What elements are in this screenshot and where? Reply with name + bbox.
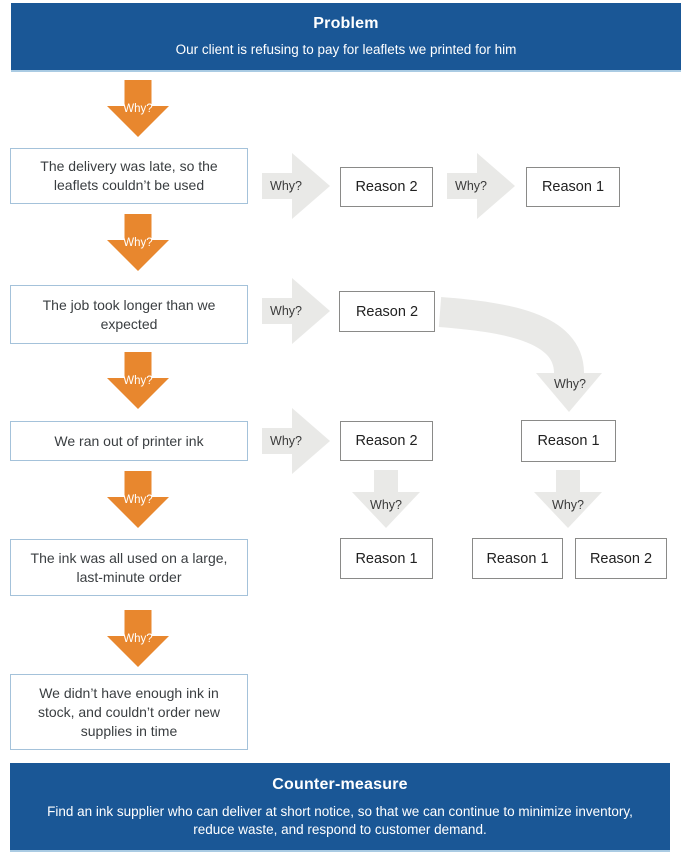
down-arrow-icon: [107, 352, 169, 409]
right-arrow-icon: [447, 153, 515, 219]
why-label: Why?: [554, 377, 586, 391]
reason-text: Reason 1: [541, 179, 605, 195]
reason-text: Reason 1: [355, 550, 418, 567]
why-box-text: We didn’t have enough ink in stock, and …: [37, 684, 221, 739]
reason-text: Reason 2: [355, 179, 418, 195]
reason-box-row3-2: Reason 1: [521, 420, 616, 462]
reason-text: Reason 1: [537, 433, 600, 449]
reason-box-row4-1: Reason 1: [340, 538, 433, 579]
reason-box-row1-1: Reason 2: [340, 167, 433, 207]
reason-text: Reason 2: [355, 303, 419, 320]
down-arrow-icon: [107, 214, 169, 271]
reason-box-row2-1: Reason 2: [339, 291, 435, 332]
down-arrow-icon: [352, 470, 420, 528]
orange-down-arrow-5: Why?: [107, 610, 169, 667]
gray-down-arrow-a: Why?: [352, 470, 420, 528]
why-box-text: We ran out of printer ink: [54, 432, 204, 449]
why-label: Why?: [123, 375, 153, 387]
right-arrow-icon: [262, 408, 330, 474]
down-arrow-icon: [107, 471, 169, 528]
counter-measure-banner: Counter-measure Find an ink supplier who…: [10, 763, 670, 852]
why-label: Why?: [123, 633, 153, 645]
why-box-2: The job took longer than we expected: [10, 285, 248, 344]
right-arrow-icon: [262, 153, 330, 219]
why-label: Why?: [370, 498, 402, 512]
why-box-text: The job took longer than we expected: [42, 296, 216, 332]
why-box-3: We ran out of printer ink: [10, 421, 248, 461]
gray-right-arrow-row3: Why?: [262, 408, 330, 474]
why-label: Why?: [552, 498, 584, 512]
gray-down-arrow-b: Why?: [534, 470, 602, 528]
why-box-text: The delivery was late, so the leaflets c…: [40, 158, 218, 193]
reason-box-row4-2: Reason 1: [472, 538, 563, 579]
down-arrow-icon: [107, 80, 169, 137]
problem-title: Problem: [313, 15, 379, 32]
why-label: Why?: [270, 179, 302, 193]
curved-arrow-icon: [438, 297, 602, 412]
why-box-text: The ink was all used on a large, last-mi…: [30, 549, 228, 585]
right-arrow-icon: [262, 278, 330, 344]
why-box-4: The ink was all used on a large, last-mi…: [10, 539, 248, 596]
why-box-1: The delivery was late, so the leaflets c…: [10, 148, 248, 204]
counter-measure-title: Counter-measure: [272, 776, 408, 793]
gray-curved-arrow: [430, 295, 615, 420]
gray-right-arrow-row2: Why?: [262, 278, 330, 344]
counter-measure-subtitle: Find an ink supplier who can deliver at …: [47, 804, 633, 837]
reason-text: Reason 2: [589, 550, 653, 567]
orange-down-arrow-1: Why?: [107, 80, 169, 137]
why-label: Why?: [270, 304, 302, 318]
reason-box-row3-1: Reason 2: [340, 421, 433, 461]
gray-right-arrow-row1-b: Why?: [447, 153, 515, 219]
orange-down-arrow-4: Why?: [107, 471, 169, 528]
why-label: Why?: [455, 179, 487, 193]
down-arrow-icon: [534, 470, 602, 528]
problem-banner: Problem Our client is refusing to pay fo…: [11, 3, 681, 72]
reason-box-row4-3: Reason 2: [575, 538, 667, 579]
problem-subtitle: Our client is refusing to pay for leafle…: [175, 42, 517, 57]
why-label: Why?: [123, 494, 153, 506]
orange-down-arrow-3: Why?: [107, 352, 169, 409]
why-label: Why?: [123, 237, 153, 249]
why-label: Why?: [270, 434, 302, 448]
orange-down-arrow-2: Why?: [107, 214, 169, 271]
reason-text: Reason 1: [486, 550, 549, 567]
why-label: Why?: [123, 103, 153, 115]
reason-box-row1-2: Reason 1: [526, 167, 620, 207]
reason-text: Reason 2: [355, 433, 418, 449]
gray-right-arrow-row1-a: Why?: [262, 153, 330, 219]
why-box-5: We didn’t have enough ink in stock, and …: [10, 674, 248, 750]
down-arrow-icon: [107, 610, 169, 667]
